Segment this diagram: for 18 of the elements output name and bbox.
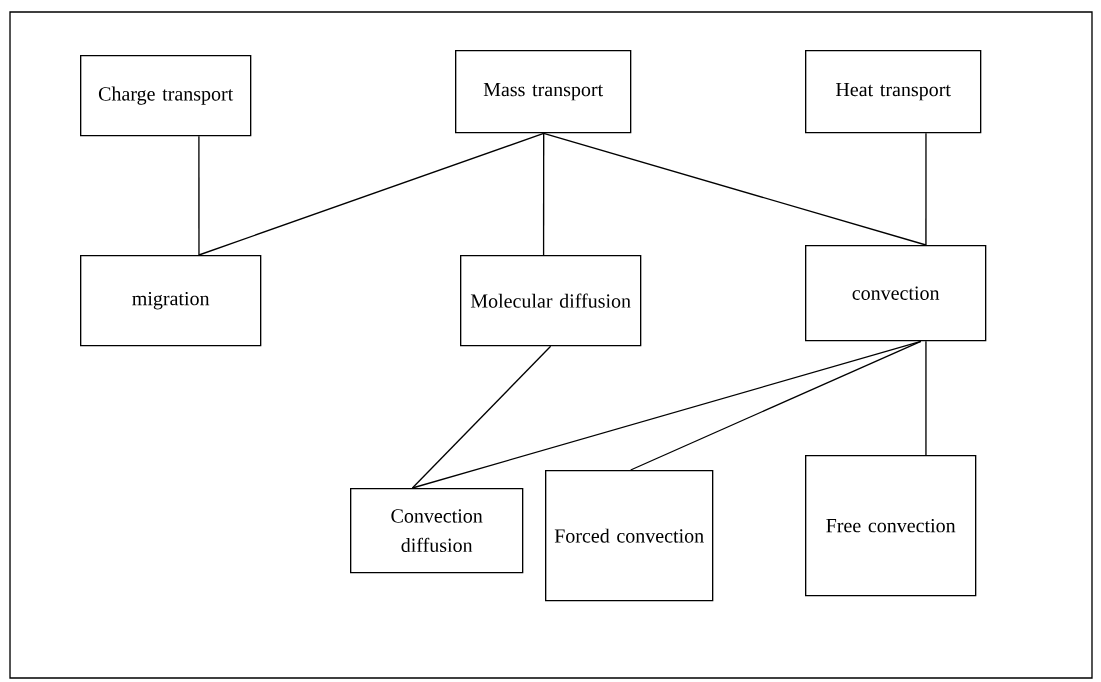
connector-line xyxy=(542,132,545,256)
connector-line xyxy=(411,345,552,489)
process-box: Molecular diffusion xyxy=(460,255,642,347)
process-box: Forced convection xyxy=(545,470,714,602)
connector-line xyxy=(198,135,200,256)
process-box: Mass transport xyxy=(455,50,632,134)
process-box: Charge transport xyxy=(80,55,252,137)
connector-line xyxy=(925,340,927,456)
process-box: migration xyxy=(80,255,262,347)
process-box: Heat transport xyxy=(805,50,982,134)
connector-line xyxy=(411,340,922,489)
process-box: convection xyxy=(805,245,987,342)
connector-line xyxy=(198,132,545,256)
connector-line xyxy=(543,132,927,246)
connector-line xyxy=(630,340,922,471)
connector-line xyxy=(925,132,927,246)
process-box: Convection diffusion xyxy=(350,488,524,574)
process-box: Free convection xyxy=(805,455,977,597)
